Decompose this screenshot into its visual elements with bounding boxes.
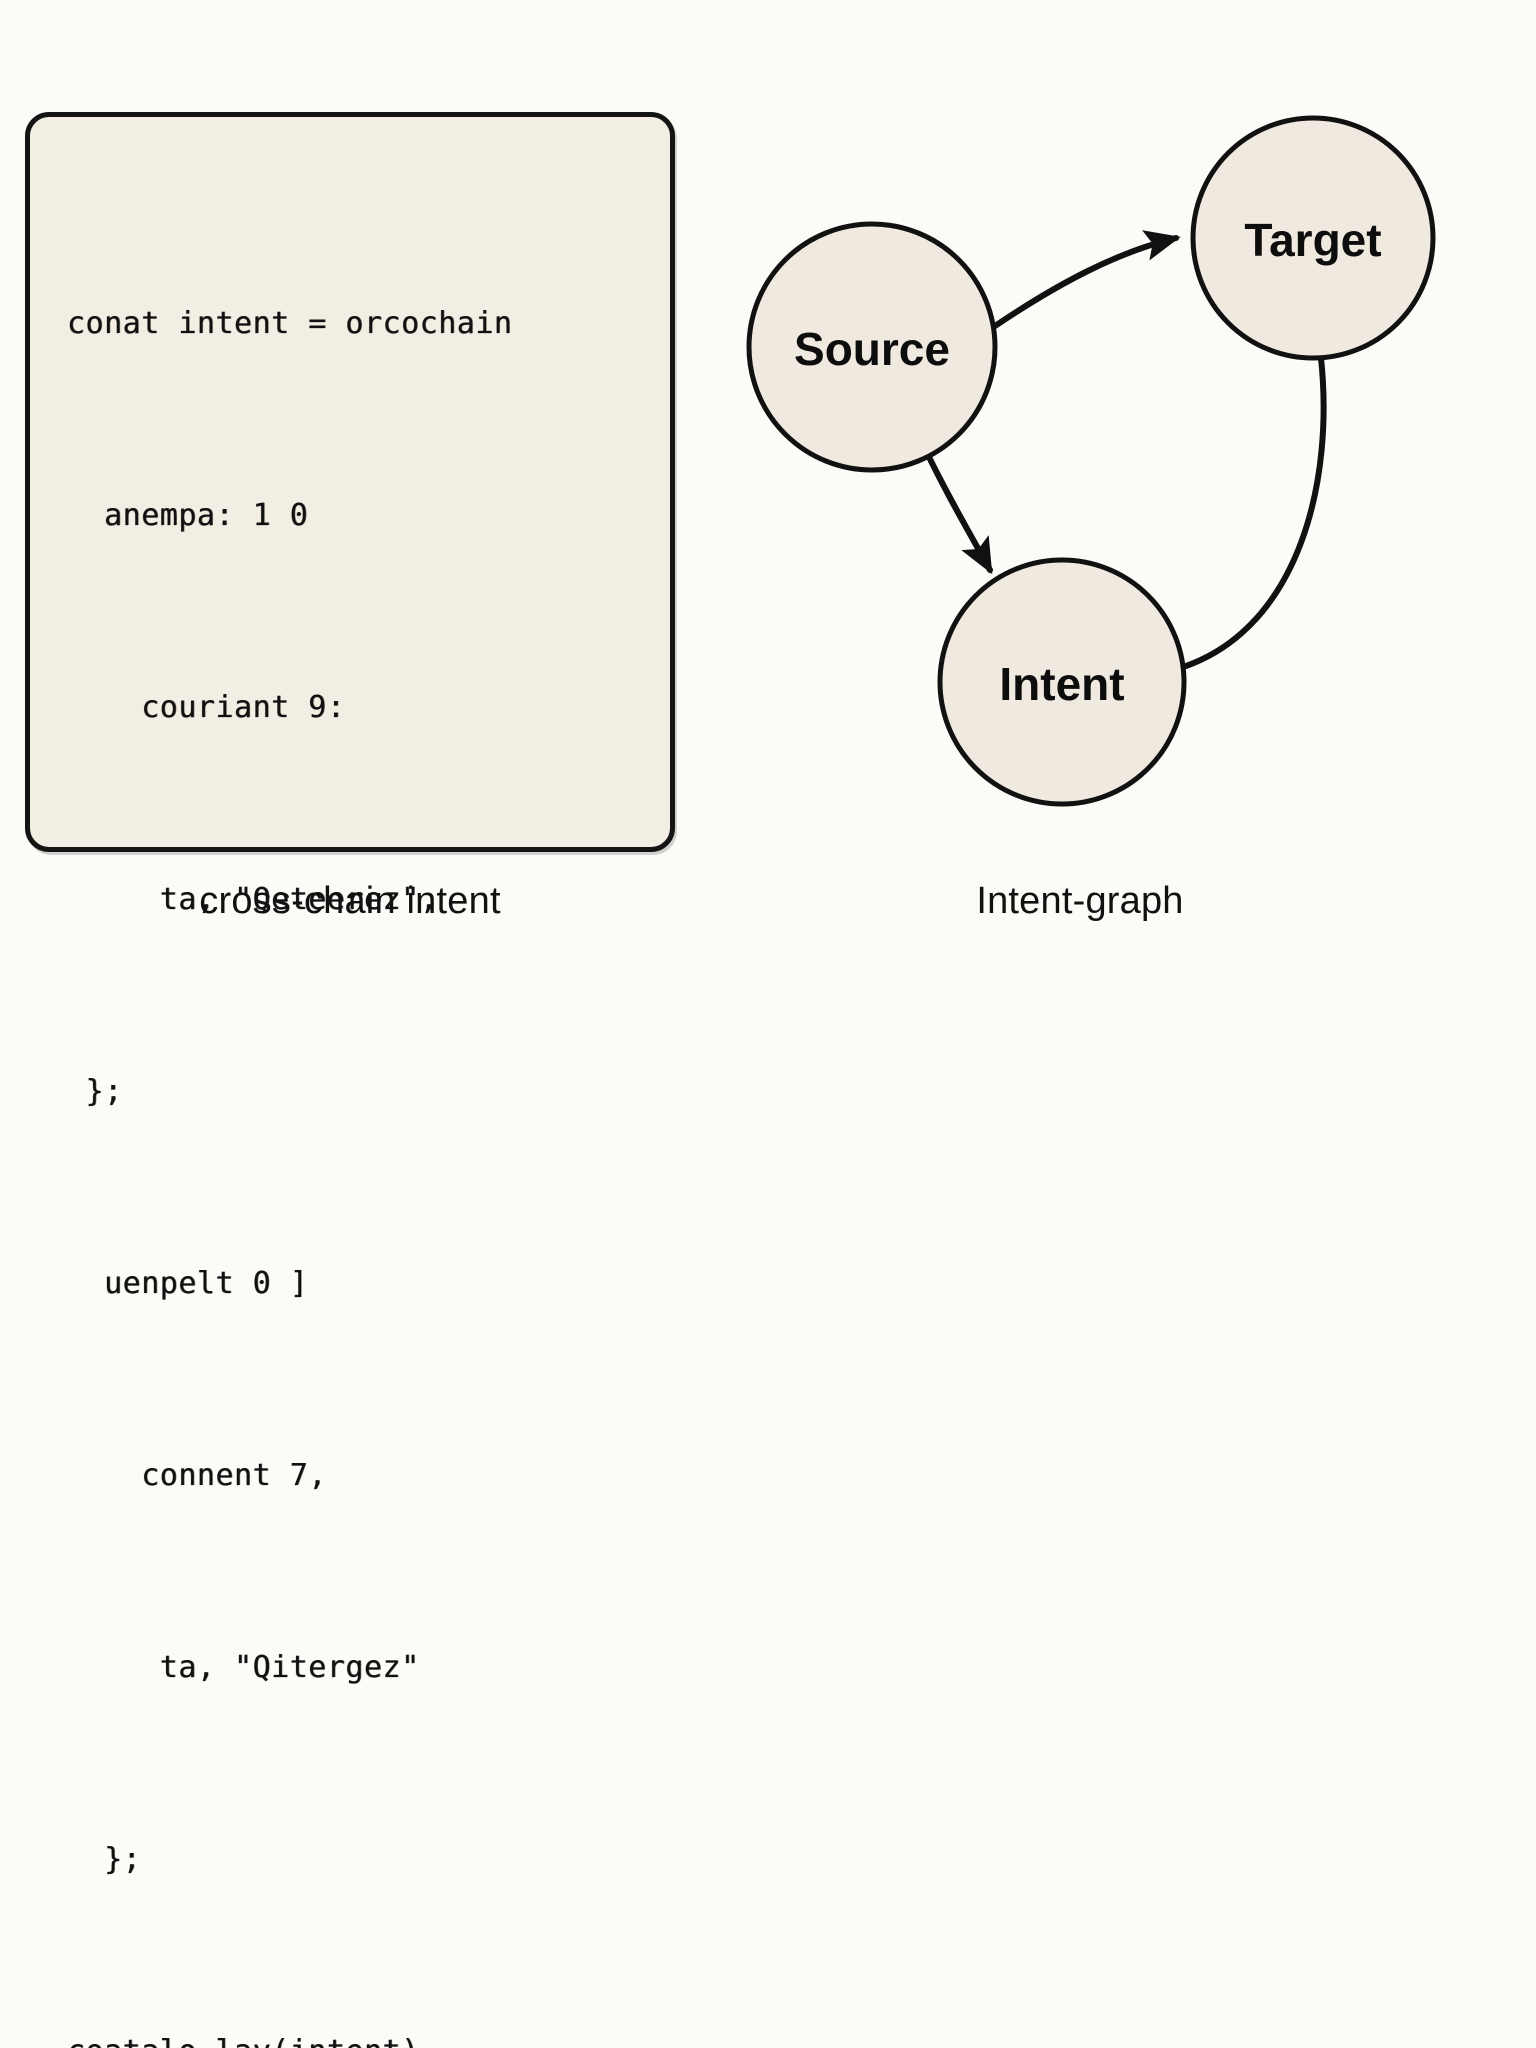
figure-root: conat intent = orcochain anempa: 1 0 cou… xyxy=(25,80,1530,2048)
code-block: conat intent = orcochain anempa: 1 0 cou… xyxy=(67,164,655,2048)
intent-graph-panel: Source Target Intent xyxy=(700,80,1530,870)
code-line: connent 7, xyxy=(67,1458,327,1493)
code-line: coatalo.lay(intent) xyxy=(67,2020,655,2048)
code-card xyxy=(25,112,675,852)
edge-source-to-target xyxy=(989,230,1181,331)
code-line: couriant 9: xyxy=(67,690,346,725)
node-circle-target[interactable] xyxy=(1190,115,1436,361)
code-line: uenpelt 0 ] xyxy=(67,1266,309,1301)
node-label-intent: Intent xyxy=(999,658,1124,710)
node-label-target: Target xyxy=(1244,214,1381,266)
graph-node-intent[interactable]: Intent xyxy=(937,557,1187,807)
code-line: }; xyxy=(67,1074,123,1109)
node-circle-source[interactable] xyxy=(746,221,998,473)
code-line: ta, "Qeteerez", xyxy=(67,882,439,917)
code-line: conat intent = orcochain xyxy=(67,306,513,341)
graph-edges xyxy=(925,230,1327,669)
node-label-source: Source xyxy=(794,323,950,375)
node-circle-intent[interactable] xyxy=(937,557,1187,807)
edge-source-to-intent xyxy=(925,452,993,575)
cross-chain-intent-panel: conat intent = orcochain anempa: 1 0 cou… xyxy=(25,112,675,2048)
code-line: ta, "Qitergez" xyxy=(67,1650,420,1685)
caption-intent-graph: Intent-graph xyxy=(976,880,1184,922)
code-line: anempa: 1 0 xyxy=(67,498,309,533)
caption-cross-chain-intent: cross-chain intent xyxy=(199,880,501,922)
code-line: }; xyxy=(67,1842,142,1877)
intent-graph-svg: Source Target Intent xyxy=(746,115,1436,807)
graph-node-target[interactable]: Target xyxy=(1190,115,1436,361)
graph-node-source[interactable]: Source xyxy=(746,221,998,473)
edge-target-to-intent xyxy=(1183,355,1327,669)
